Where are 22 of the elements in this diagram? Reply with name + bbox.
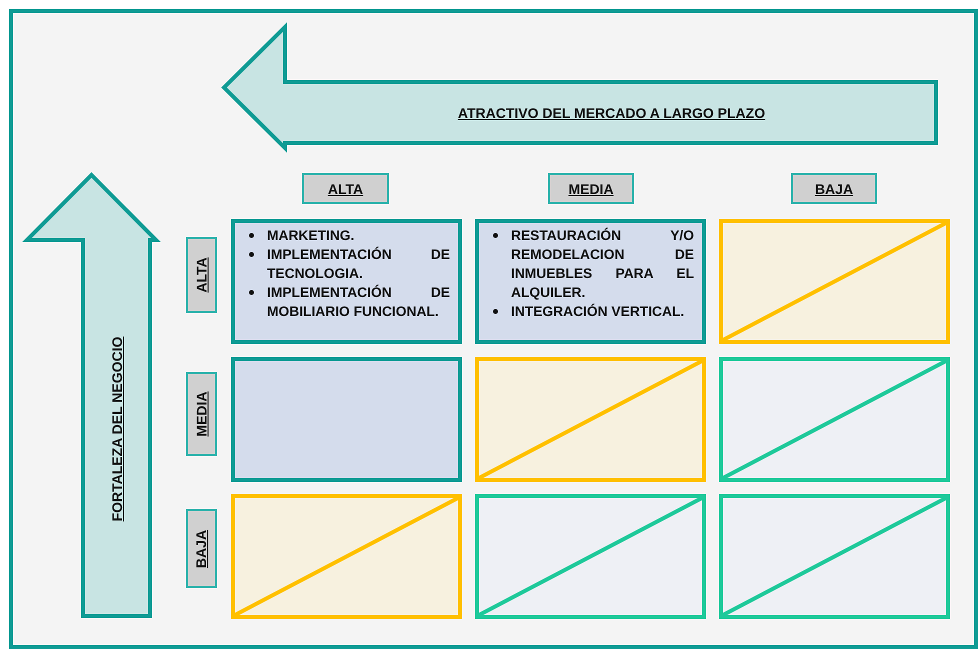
bullet-item: RESTAURACIÓN Y/O REMODELACION DE INMUEBLES PARA EL ALQUILER. (511, 226, 694, 302)
axis-title: ATRACTIVO DEL MERCADO A LARGO PLAZO (458, 104, 766, 120)
header-label: ALTA (302, 173, 389, 204)
matrix-cell (231, 494, 462, 619)
header-label: MEDIA (186, 372, 217, 456)
header-label: BAJA (791, 173, 877, 204)
matrix-cell (719, 494, 950, 619)
axis-title: FORTALEZA DEL NEGOCIO (108, 336, 124, 522)
matrix-cell (231, 357, 462, 482)
bullet-item: INTEGRACIÓN VERTICAL. (511, 302, 686, 321)
header-label: BAJA (186, 509, 217, 588)
matrix-cell (475, 494, 706, 619)
matrix-cell (475, 219, 706, 344)
matrix-cell (231, 219, 462, 344)
matrix-cell (719, 357, 950, 482)
header-label: MEDIA (548, 173, 634, 204)
matrix-cell (719, 219, 950, 344)
bullet-item: MARKETING. (267, 227, 356, 245)
bullet-item: IMPLEMENTACIÓN DE TECNOLOGIA. (267, 246, 450, 283)
bullet-item: IMPLEMENTACIÓN DE MOBILIARIO FUNCIONAL. (267, 284, 450, 321)
header-label: ALTA (186, 237, 217, 313)
matrix-cell (475, 357, 706, 482)
